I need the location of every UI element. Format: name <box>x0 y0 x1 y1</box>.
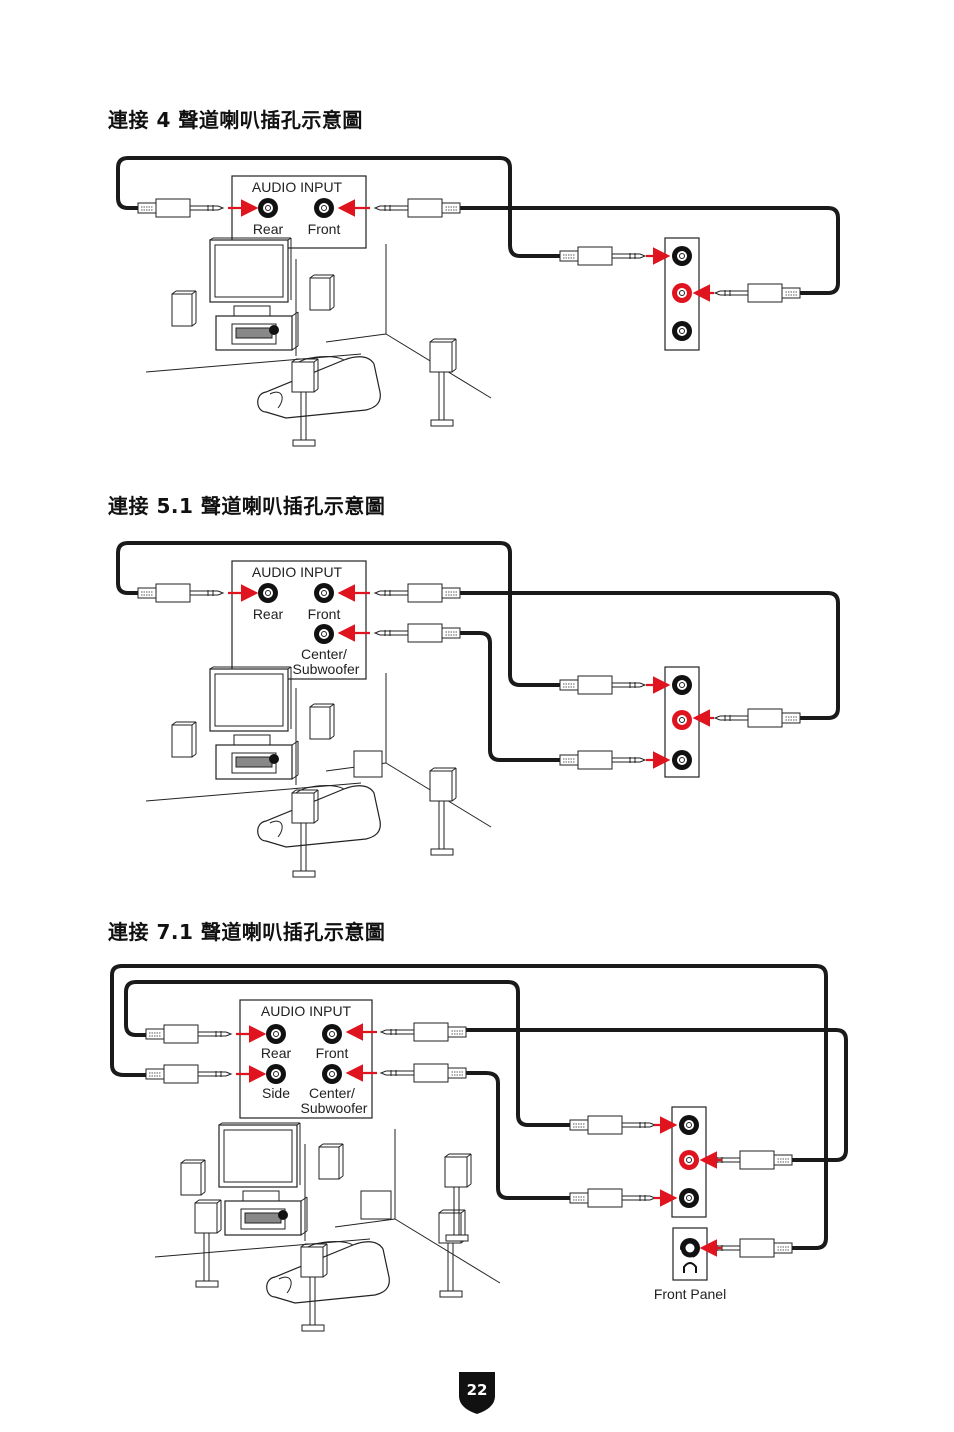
audio-input-panel <box>231 560 367 680</box>
side-label: Side <box>262 1085 290 1101</box>
io-jack-1 <box>671 245 693 267</box>
headphone-icon <box>683 1262 697 1273</box>
panel-title: AUDIO INPUT <box>261 1003 352 1019</box>
front-panel-label: Front Panel <box>654 1286 726 1302</box>
front-jack <box>313 582 335 604</box>
subwoofer-label: Subwoofer <box>301 1100 368 1116</box>
center-sub-jack <box>321 1063 343 1085</box>
front-jack <box>313 197 335 219</box>
diagram-4ch: AUDIO INPUT Rear Front <box>116 156 840 447</box>
panel-title: AUDIO INPUT <box>252 564 343 580</box>
section-title-71ch: 連接 7.1 聲道喇叭插孔示意圖 <box>108 920 386 944</box>
rear-label: Rear <box>253 606 284 622</box>
section-title-51ch: 連接 5.1 聲道喇叭插孔示意圖 <box>108 494 386 518</box>
plug-io-1 <box>559 246 646 266</box>
diagram-51ch: AUDIO INPUT Rear Front Center/ Subwoofer <box>116 541 840 878</box>
front-label: Front <box>308 221 341 237</box>
rear-label: Rear <box>253 221 284 237</box>
side-jack <box>265 1063 287 1085</box>
front-label: Front <box>308 606 341 622</box>
page-number: 22 <box>466 1381 488 1399</box>
io-jack-3 <box>671 320 693 342</box>
room-illustration <box>145 666 492 878</box>
room-illustration <box>154 1122 501 1332</box>
center-label: Center/ <box>309 1085 355 1101</box>
plug-rear <box>137 198 224 218</box>
front-jack <box>321 1023 343 1045</box>
rear-jack <box>257 197 279 219</box>
plug-front <box>375 199 460 217</box>
rear-jack <box>265 1023 287 1045</box>
rear-label: Rear <box>261 1045 292 1061</box>
io-jack-2 <box>671 282 693 304</box>
page-badge-icon <box>459 1372 495 1414</box>
audio-input-panel <box>239 999 373 1119</box>
rear-jack <box>257 582 279 604</box>
center-sub-jack <box>313 623 335 645</box>
center-label: Center/ <box>301 646 347 662</box>
plug-io-2 <box>715 284 800 302</box>
panel-title: AUDIO INPUT <box>252 179 343 195</box>
subwoofer-label: Subwoofer <box>293 661 360 677</box>
section-title-4ch: 連接 4 聲道喇叭插孔示意圖 <box>108 108 363 132</box>
diagram-71ch: AUDIO INPUT Rear Front Side Center/ Subw… <box>110 964 848 1332</box>
front-label: Front <box>316 1045 349 1061</box>
